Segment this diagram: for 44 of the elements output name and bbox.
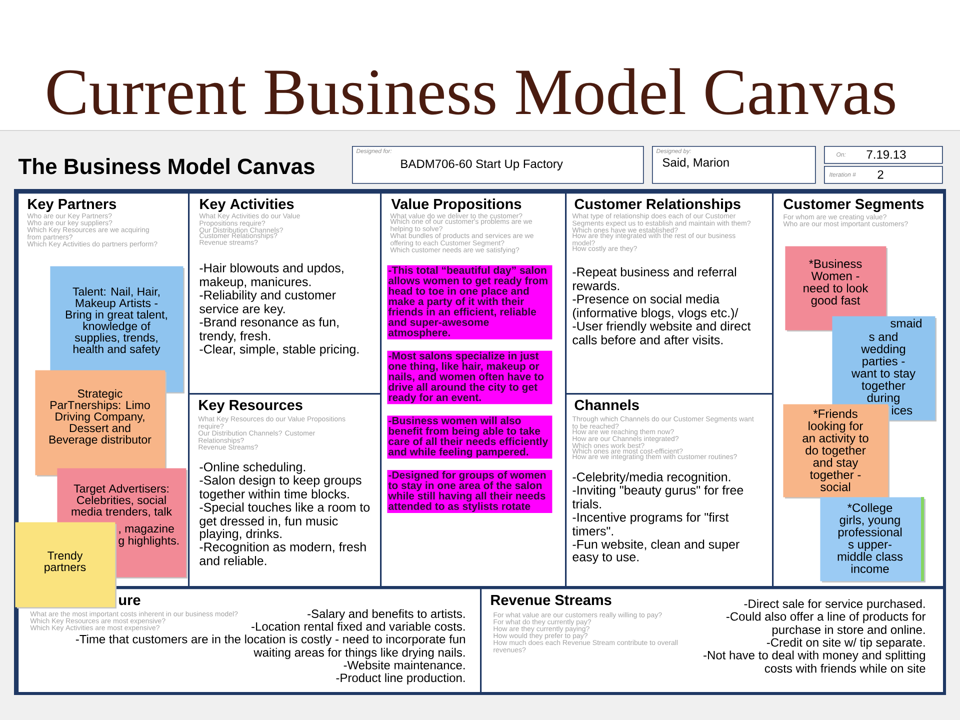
block-heading: Channels [574,400,639,410]
body-text: -Product line production. [336,673,465,684]
canvas-title: The Business Model Canvas [18,158,314,174]
block-heading: Revenue Streams [491,594,612,606]
body-text: -Inviting "beauty gurus" for free trials. [572,485,744,508]
body-text: -Direct sale for service purchased. [744,599,925,610]
body-text: -Celebrity/media recognition. [572,472,730,484]
body-text: -Not have to deal with money and splitting costs with friends while on site [704,650,926,673]
body-text: -Hair blowouts and updos, makeup, manicures. [200,263,344,289]
block-heading: Customer Relationships [574,198,740,212]
body-text: -Clear, simple, stable pricing. [200,344,359,356]
body-text: -Time that customers are in the location is costly - need to incorporate fun waiting areas for things like drying nails. [76,634,465,660]
body-text: -Presence on social media (informative blogs, vlogs etc.)/ [572,294,738,320]
body-text: -Could also offer a line of products for purchase in store and online. [726,612,926,636]
highlighted-text: -Designed for groups of women to stay in one area of the salon while still having all their needs attended to as stylists rotate [387,470,552,513]
highlighted-text: -Business women will also benefit from being able to take care of all their needs efficiently and while feeling pampered. [387,416,552,459]
block-heading: Key Resources [199,400,302,414]
body-text: -Fun website, clean and super easy to use. [572,540,740,564]
body-text: -User friendly website and direct calls before and after visits. [572,321,751,344]
highlighted-text: -Most salons specialize in just one thing, like hair, makeup or nails, and women often have to drive all around the city to get ready for an event. [387,350,552,404]
block-heading: Customer Segments [784,198,924,212]
body-text: -Reliability and customer service are key. [200,290,336,316]
body-text: -Recognition as modern, fresh and reliable. [200,542,366,566]
highlighted-text: -This total “beautiful day” salon allows women to get ready from head to toe in one place and make a party of it with their friends in an efficient, reliable and super-awesome atmosphere. [387,265,552,340]
block-heading: Key Activities [200,198,294,212]
body-text: -Repeat business and referral rewards. [572,267,736,290]
block-heading: Value Propositions [391,198,522,212]
body-text: -Salary and benefits to artists. [308,609,465,620]
sticky-note: Trendy partners [15,522,116,608]
body-text: -Online scheduling. [200,462,306,474]
sticky-note: *Business Women - need to look good fast [785,246,888,332]
block-heading: ure [119,597,140,606]
slide-title: Current Business Model Canvas [48,68,895,115]
body-text: -Salon design to keep groups together within time blocks. [199,475,362,501]
body-text: -Brand resonance as fun, trendy, fresh. [199,317,338,343]
body-text: -Website maintenance. [344,660,465,670]
body-text: -Location rental fixed and variable costs. [252,622,465,631]
body-text: -Special touches like a room to get dressed in, fun music playing, drinks. [200,502,370,541]
sticky-note: *College girls, young professional s upper-middle class income [820,497,926,582]
body-text: -Incentive programs for "first timers". [572,512,729,536]
body-text: -Credit on site w/ tip separate. [766,638,925,650]
block-heading: Key Partners [28,199,116,212]
sticky-note: Strategic ParTnerships: Limo Driving Company, Dessert and Beverage distributor [35,370,166,476]
sticky-note: *Friends looking for an activity to do together and stay together - social [783,404,890,498]
